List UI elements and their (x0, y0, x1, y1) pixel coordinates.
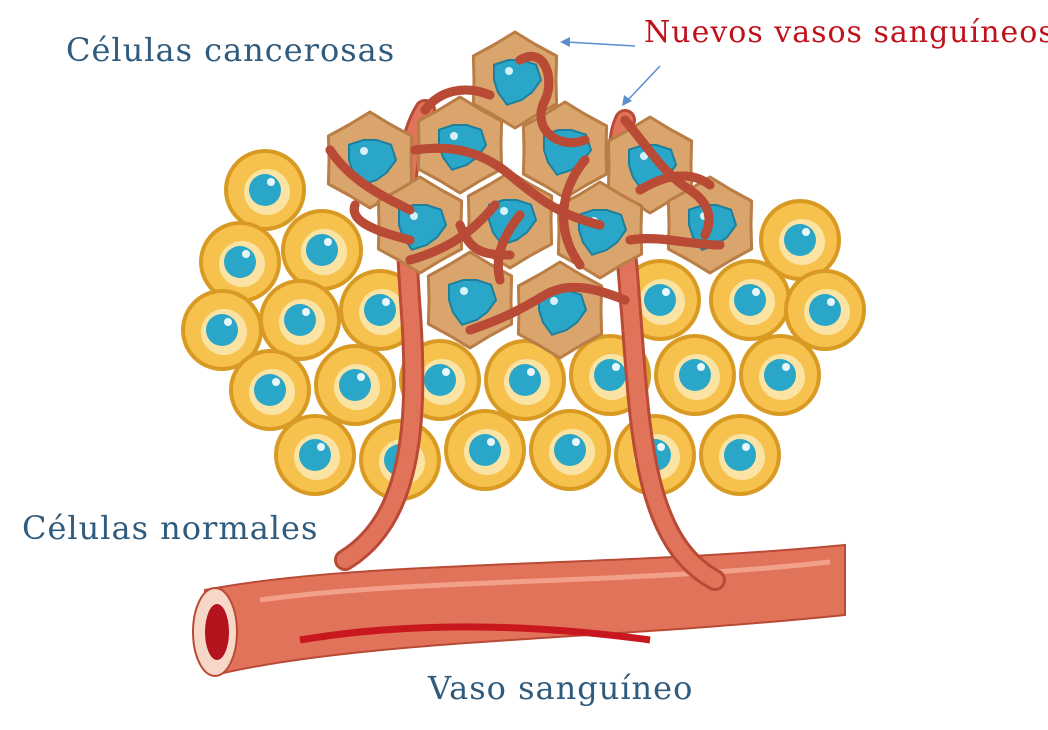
normal-cell (274, 414, 356, 496)
normal-cell (739, 334, 821, 416)
pointer-arrows (560, 37, 661, 106)
normal-cell (181, 289, 263, 371)
cancer-cell (326, 110, 414, 210)
normal-cell (784, 269, 866, 351)
normal-cell (281, 209, 363, 291)
blood-vessel-label: Vaso sanguíneo (428, 669, 694, 707)
normal-cell (224, 149, 306, 231)
normal-cells-label: Células normales (22, 509, 319, 547)
normal-cell (759, 199, 841, 281)
cancer-cells-label: Células cancerosas (66, 31, 396, 69)
normal-cell (484, 339, 566, 421)
normal-cell (199, 221, 281, 303)
normal-cell (709, 259, 791, 341)
normal-cell (529, 409, 611, 491)
new-blood-vessels-label: Nuevos vasos sanguíneos (644, 15, 1048, 50)
normal-cell (699, 414, 781, 496)
normal-cell (259, 279, 341, 361)
normal-cell (229, 349, 311, 431)
blood-vessel (192, 543, 846, 677)
normal-cell (339, 269, 421, 351)
new-blood-vessels (325, 56, 725, 330)
normal-cell (654, 334, 736, 416)
normal-cell (444, 409, 526, 491)
normal-cell (314, 344, 396, 426)
